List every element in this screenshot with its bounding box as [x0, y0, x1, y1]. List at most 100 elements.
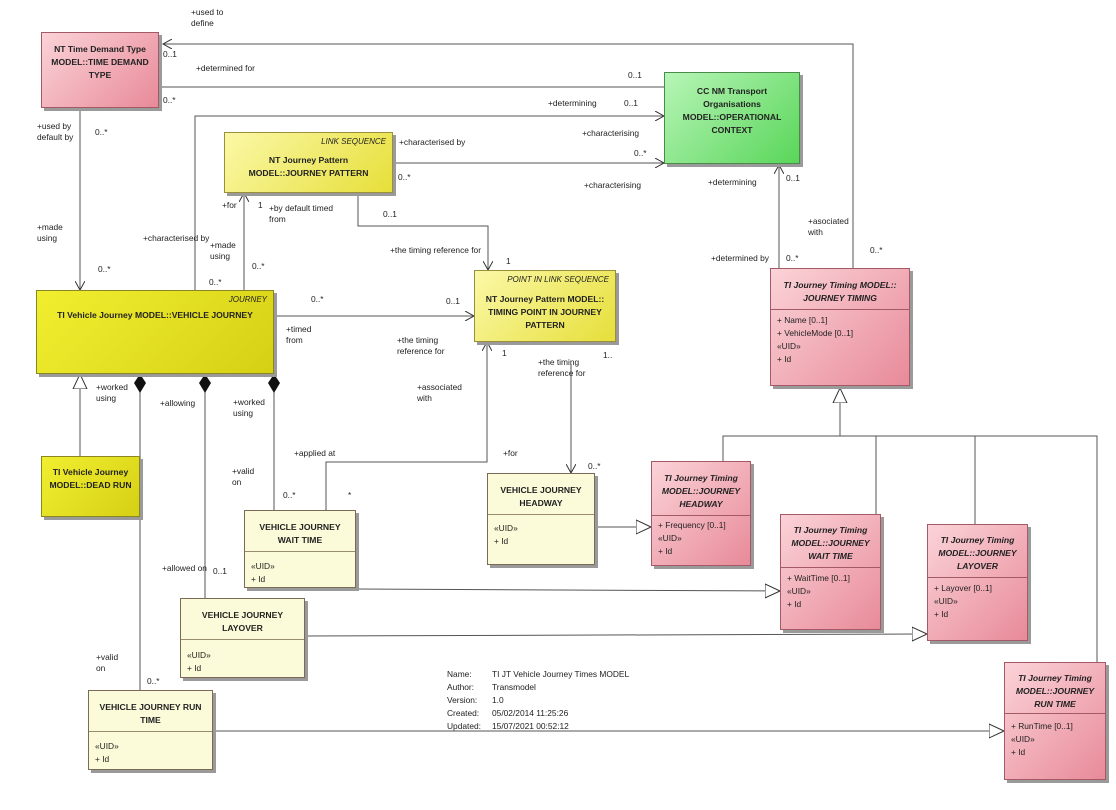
role-label: +allowed on [162, 563, 207, 573]
role-label: +allowing [160, 398, 196, 408]
multiplicity-label: 0..1 [213, 566, 227, 576]
class-vehicle-journey-run-time[interactable]: VEHICLE JOURNEY RUN TIME «UID» + Id [88, 690, 213, 770]
edge-wait-time-realisation [355, 589, 780, 591]
class-title: VEHICLE JOURNEY RUN TIME [99, 702, 202, 725]
attribute: + Id [934, 609, 949, 619]
class-title: TI Journey Timing MODEL:: JOURNEY TIMING [783, 280, 897, 303]
class-divider [181, 639, 304, 640]
attribute: + VehicleMode [0..1] [777, 328, 854, 338]
role-label: +valid on [232, 466, 255, 487]
attribute: + Id [658, 546, 673, 556]
class-attributes: «UID» + Id [95, 740, 208, 766]
attribute: «UID» [658, 533, 682, 543]
multiplicity-label: 0..* [398, 172, 411, 182]
role-label: +applied at [294, 448, 336, 458]
role-label: +determined for [196, 63, 255, 73]
role-label: +used by default by [37, 121, 74, 142]
attribute: + Id [494, 536, 509, 546]
class-journey-timing[interactable]: TI Journey Timing MODEL:: JOURNEY TIMING… [770, 268, 910, 386]
multiplicity-label: 0..* [311, 294, 324, 304]
multiplicity-label: 0..1 [786, 173, 800, 183]
class-journey-pattern[interactable]: LINK SEQUENCE NT Journey Pattern MODEL::… [224, 132, 393, 193]
multiplicity-label: 0..* [588, 461, 601, 471]
class-journey-run-time[interactable]: TI Journey Timing MODEL::JOURNEY RUN TIM… [1004, 662, 1106, 780]
role-label: +by default timed from [269, 203, 334, 224]
multiplicity-label: 0..* [252, 261, 265, 271]
role-label: +determined by [711, 253, 769, 263]
class-divider [488, 514, 594, 515]
attribute: + Id [1011, 747, 1026, 757]
attribute: «UID» [1011, 734, 1035, 744]
note-row: Name:TI JT Vehicle Journey Times MODEL [447, 669, 630, 679]
class-journey-layover[interactable]: TI Journey Timing MODEL::JOURNEY LAYOVER… [927, 524, 1028, 641]
class-attributes: «UID» + Id [494, 522, 590, 548]
class-title: NT Time Demand Type MODEL::TIME DEMAND T… [51, 44, 149, 80]
class-divider [652, 515, 750, 516]
class-divider [771, 309, 909, 310]
multiplicity-label: 0..* [95, 127, 108, 137]
class-vehicle-journey-headway[interactable]: VEHICLE JOURNEY HEADWAY «UID» + Id [487, 473, 595, 565]
class-divider [245, 551, 355, 552]
attribute: + Name [0..1] [777, 315, 828, 325]
class-dead-run[interactable]: TI Vehicle Journey MODEL::DEAD RUN [41, 456, 140, 517]
multiplicity-label: 0..* [634, 148, 647, 158]
class-vehicle-journey-layover[interactable]: VEHICLE JOURNEY LAYOVER «UID» + Id [180, 598, 305, 678]
note-row: Updated:15/07/2021 00:52:12 [447, 721, 569, 731]
role-label: +asociated with [808, 216, 849, 237]
class-divider [1005, 713, 1105, 714]
multiplicity-label: 0..* [786, 253, 799, 263]
class-title: VEHICLE JOURNEY LAYOVER [201, 610, 284, 633]
class-title: TI Journey Timing MODEL::JOURNEY HEADWAY [661, 473, 741, 509]
class-journey-wait-time[interactable]: TI Journey Timing MODEL::JOURNEY WAIT TI… [780, 514, 881, 630]
role-label: +valid on [96, 652, 119, 673]
role-label: +characterised by [399, 137, 466, 147]
multiplicity-label: 1 [506, 256, 511, 266]
edge-used-to-define [163, 44, 854, 268]
role-label: +determining [708, 177, 757, 187]
class-title: TI Vehicle Journey MODEL::DEAD RUN [49, 467, 132, 490]
attribute: + Id [95, 754, 110, 764]
attribute: + WaitTime [0..1] [787, 573, 850, 583]
multiplicity-label: 0..* [283, 490, 296, 500]
role-label: +timed from [286, 324, 312, 345]
multiplicity-label: 0..* [163, 95, 176, 105]
class-divider [928, 577, 1027, 578]
multiplicity-label: 0..* [98, 264, 111, 274]
multiplicity-label: 0..* [147, 676, 160, 686]
stereotype-label: JOURNEY [228, 295, 267, 304]
multiplicity-label: 1 [258, 200, 263, 210]
role-label: +worked using [233, 397, 265, 418]
role-label: +associated with [417, 382, 462, 403]
attribute: + RunTime [0..1] [1011, 721, 1073, 731]
class-title: CC NM Transport Organisations MODEL::OPE… [682, 86, 782, 135]
class-divider [89, 731, 212, 732]
class-attributes: + RunTime [0..1] «UID» + Id [1011, 720, 1101, 759]
class-title: NT Journey Pattern MODEL::JOURNEY PATTER… [248, 155, 369, 178]
class-journey-headway[interactable]: TI Journey Timing MODEL::JOURNEY HEADWAY… [651, 461, 751, 566]
role-label: +determining [548, 98, 597, 108]
class-attributes: «UID» + Id [251, 560, 351, 586]
role-label: +characterised by [143, 233, 210, 243]
class-operational-context[interactable]: CC NM Transport Organisations MODEL::OPE… [664, 72, 800, 164]
note-row: Author:Transmodel [447, 682, 536, 692]
multiplicity-label: 0..1 [446, 296, 460, 306]
class-vehicle-journey[interactable]: JOURNEY TI Vehicle Journey MODEL::VEHICL… [36, 290, 274, 374]
class-time-demand-type[interactable]: NT Time Demand Type MODEL::TIME DEMAND T… [41, 32, 159, 108]
stereotype-label: POINT IN LINK SEQUENCE [507, 275, 609, 284]
class-attributes: + Layover [0..1] «UID» + Id [934, 582, 1023, 621]
diagram-properties-note: Name:TI JT Vehicle Journey Times MODEL A… [447, 668, 629, 733]
attribute: + Frequency [0..1] [658, 520, 726, 530]
attribute: «UID» [787, 586, 811, 596]
multiplicity-label: * [348, 490, 352, 500]
role-label: +used to define [191, 7, 224, 28]
attribute: + Id [251, 574, 266, 584]
attribute: «UID» [934, 596, 958, 606]
attribute: «UID» [494, 523, 518, 533]
class-attributes: + Frequency [0..1] «UID» + Id [658, 519, 746, 558]
attribute: «UID» [251, 561, 275, 571]
class-title: VEHICLE JOURNEY HEADWAY [500, 485, 582, 508]
class-attributes: + WaitTime [0..1] «UID» + Id [787, 572, 876, 611]
role-label: +characterising [584, 180, 642, 190]
class-vehicle-journey-wait-time[interactable]: VEHICLE JOURNEY WAIT TIME «UID» + Id [244, 510, 356, 588]
class-timing-point-in-journey-pattern[interactable]: POINT IN LINK SEQUENCE NT Journey Patter… [474, 270, 616, 342]
